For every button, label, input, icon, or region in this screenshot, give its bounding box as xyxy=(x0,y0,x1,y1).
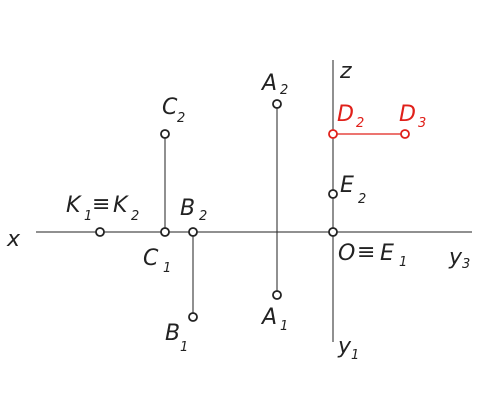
svg-text:A: A xyxy=(260,71,277,96)
label-c1: C 1 xyxy=(143,246,171,276)
svg-text:3: 3 xyxy=(418,116,426,131)
point-d2 xyxy=(328,129,338,139)
point-d3 xyxy=(400,129,410,139)
label-d3: D 3 xyxy=(399,102,426,131)
point-c2 xyxy=(160,129,170,139)
label-z-axis: z xyxy=(339,59,352,84)
label-y3-axis: y 3 xyxy=(448,245,470,272)
svg-text:B: B xyxy=(180,196,195,221)
svg-text:C: C xyxy=(143,246,159,271)
svg-text:2: 2 xyxy=(131,209,139,224)
svg-text:y: y xyxy=(448,245,463,270)
label-a1: A 1 xyxy=(260,305,288,334)
point-b2 xyxy=(188,227,198,237)
svg-text:1: 1 xyxy=(180,340,188,355)
svg-text:1: 1 xyxy=(280,319,288,334)
svg-text:E: E xyxy=(380,241,394,266)
svg-text:E: E xyxy=(340,173,354,198)
label-b2: B 2 xyxy=(180,196,207,224)
svg-text:C: C xyxy=(162,95,178,120)
point-a2 xyxy=(272,99,282,109)
label-c2: C 2 xyxy=(162,95,185,126)
label-a2: A 2 xyxy=(260,71,288,98)
label-d2: D 2 xyxy=(337,102,364,131)
svg-text:1: 1 xyxy=(351,348,359,363)
svg-text:2: 2 xyxy=(177,111,185,126)
svg-text:2: 2 xyxy=(356,116,364,131)
svg-text:1: 1 xyxy=(84,209,92,224)
svg-text:D: D xyxy=(399,102,416,127)
point-a1 xyxy=(272,290,282,300)
point-b1 xyxy=(188,312,198,322)
svg-text:O: O xyxy=(338,241,355,266)
svg-text:B: B xyxy=(165,321,180,346)
label-e2: E 2 xyxy=(340,173,366,207)
label-b1: B 1 xyxy=(165,321,188,355)
svg-text:2: 2 xyxy=(280,83,288,98)
svg-text:3: 3 xyxy=(462,257,470,272)
svg-text:D: D xyxy=(337,102,354,127)
svg-text:2: 2 xyxy=(358,192,366,207)
svg-text:≡: ≡ xyxy=(92,192,110,217)
svg-text:A: A xyxy=(260,305,277,330)
svg-text:K: K xyxy=(113,193,129,218)
point-origin xyxy=(328,227,338,237)
svg-text:≡: ≡ xyxy=(357,240,375,265)
svg-text:y: y xyxy=(337,334,352,359)
svg-text:K: K xyxy=(66,193,82,218)
point-k xyxy=(95,227,105,237)
label-y1-axis: y 1 xyxy=(337,334,359,363)
svg-text:1: 1 xyxy=(163,261,171,276)
point-c1 xyxy=(160,227,170,237)
label-k1-k2: K 1 ≡ K 2 xyxy=(66,192,139,224)
svg-text:1: 1 xyxy=(399,255,407,270)
point-e2 xyxy=(328,189,338,199)
label-origin-e1: O ≡ E 1 xyxy=(338,240,407,270)
label-x-axis: x xyxy=(6,227,21,252)
svg-text:2: 2 xyxy=(199,209,207,224)
